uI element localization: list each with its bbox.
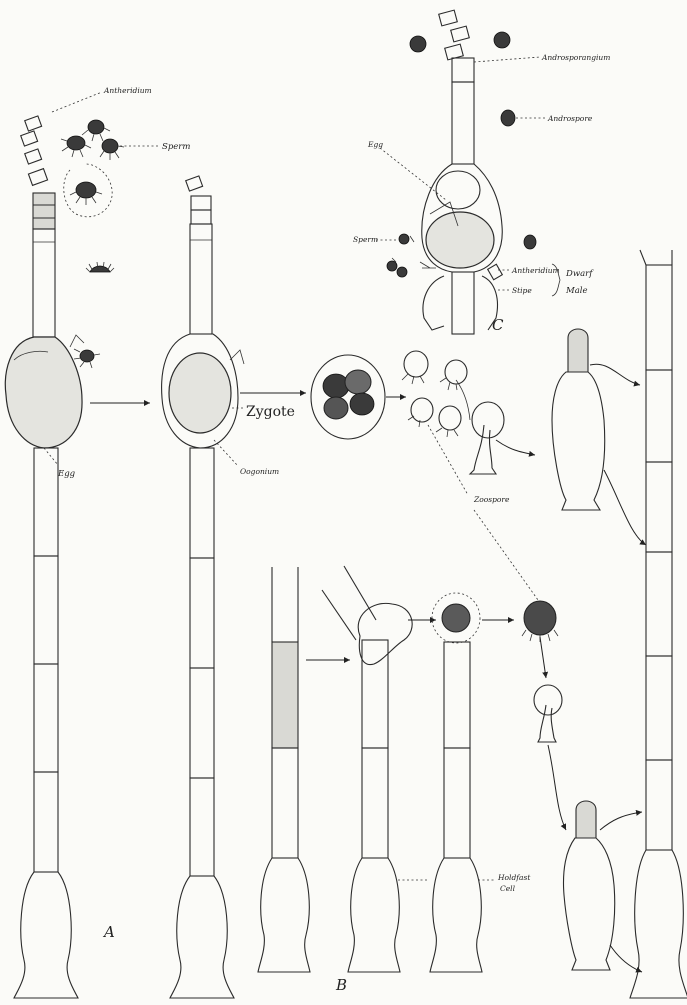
antheridium-label-a: Antheridium bbox=[103, 86, 152, 95]
oogonium-label: Oogonium bbox=[240, 467, 279, 476]
panel-label-b: B bbox=[335, 976, 347, 994]
antheridium-cell bbox=[25, 149, 42, 164]
zygote-cell bbox=[169, 353, 231, 433]
egg-label-c: Egg bbox=[367, 140, 383, 149]
androspore-label: Androspore bbox=[547, 114, 593, 123]
germinating-zygote bbox=[311, 355, 385, 439]
sperm-group-a bbox=[61, 120, 124, 272]
germling-a bbox=[472, 402, 504, 438]
antheridium-label-c: Antheridium bbox=[511, 266, 560, 275]
dwarf-label: Dwarf bbox=[565, 269, 594, 279]
antheridium-cell bbox=[21, 131, 38, 146]
germling-b bbox=[552, 372, 605, 510]
zygote-label: Zygote bbox=[246, 404, 295, 420]
zoospore-label: Zoospore bbox=[473, 495, 510, 504]
sperm-label-a: Sperm bbox=[162, 142, 190, 152]
antheridium-cell bbox=[28, 169, 47, 186]
egg-cell bbox=[5, 337, 82, 448]
vegetative-cell bbox=[34, 448, 58, 556]
vegetative-cell bbox=[34, 772, 58, 872]
panel-c: Androsporangium Androspore Egg Sperm Ant… bbox=[353, 10, 610, 334]
male-label: Male bbox=[565, 286, 588, 296]
holdfast-label-cell: Cell bbox=[500, 884, 516, 893]
holdfast-cell bbox=[14, 872, 78, 998]
panel-label-c: C bbox=[492, 316, 504, 334]
panel-label-a: A bbox=[102, 923, 115, 941]
vegetative-cell bbox=[33, 229, 55, 337]
vegetative-cell bbox=[34, 664, 58, 772]
sperm-label-c: Sperm bbox=[353, 235, 378, 244]
antheridium-cell bbox=[25, 116, 42, 131]
androsporangium-label: Androsporangium bbox=[541, 53, 610, 62]
zoospores-free bbox=[402, 351, 467, 437]
holdfast-label: Holdfast bbox=[497, 873, 531, 882]
panel-b: Holdfast Cell B bbox=[258, 566, 642, 994]
sperm-cell bbox=[80, 350, 94, 362]
mature-filament bbox=[630, 250, 687, 998]
filament-a bbox=[5, 116, 100, 998]
egg-label-a: Egg bbox=[57, 469, 76, 479]
vegetative-cell bbox=[34, 556, 58, 664]
antheridium-cell bbox=[33, 193, 55, 229]
stipe-label: Stipe bbox=[512, 286, 532, 295]
androsporangium bbox=[452, 58, 474, 82]
filament-zygote bbox=[162, 176, 244, 998]
